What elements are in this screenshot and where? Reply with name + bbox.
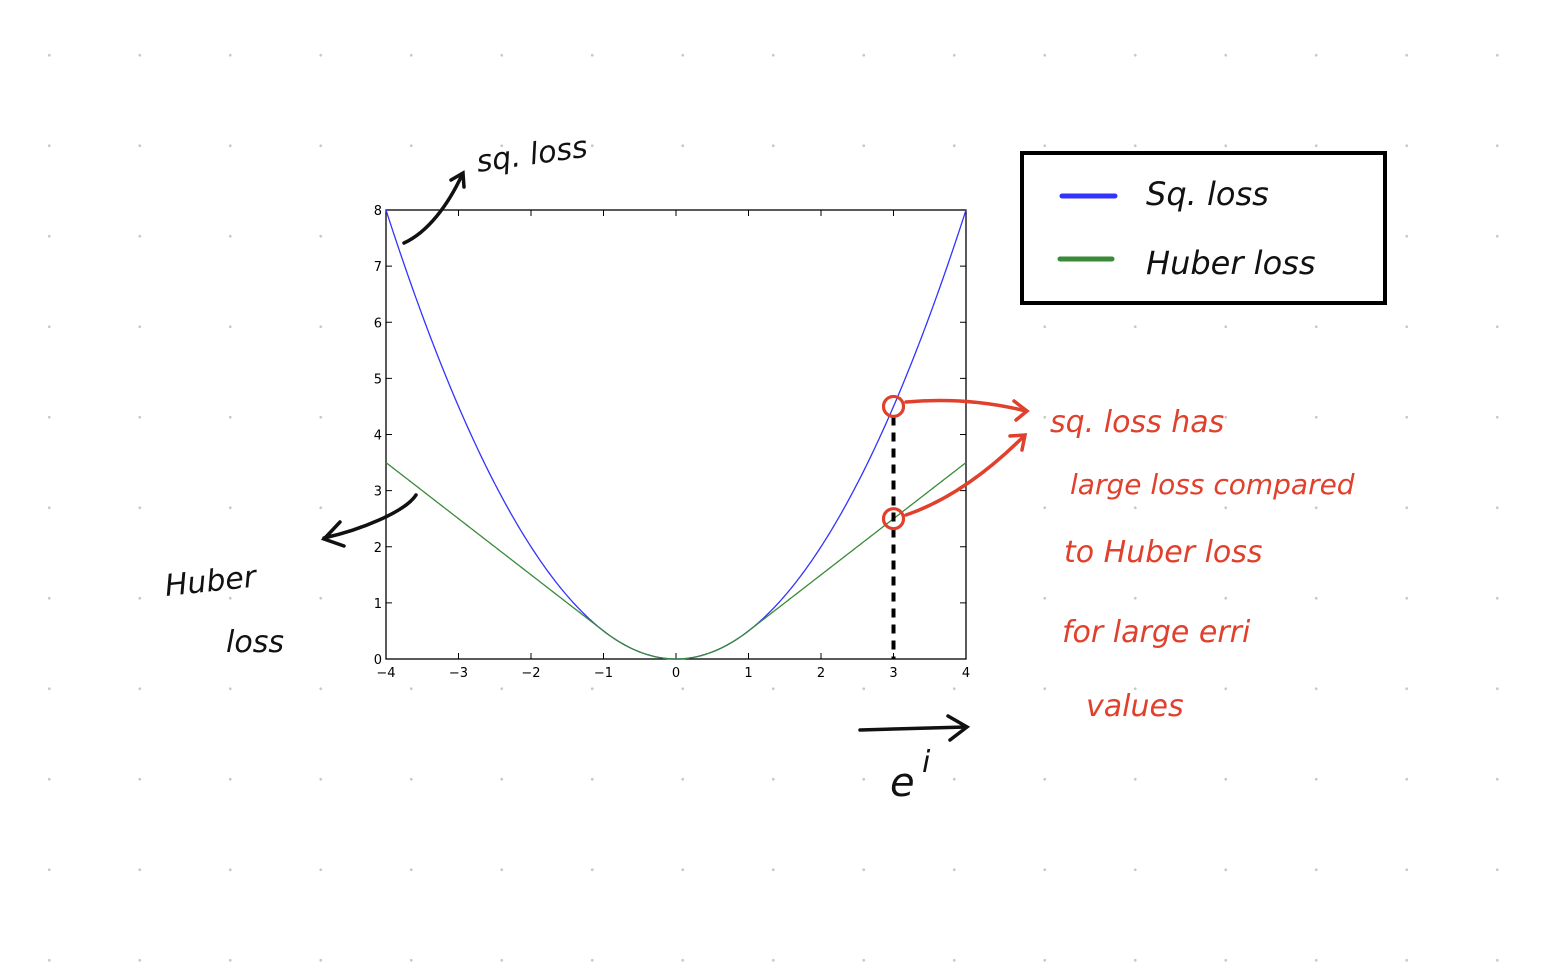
note-line-4: for large erri <box>1062 615 1251 650</box>
tick-marks <box>385 209 967 660</box>
sq-loss-hand-label: sq. loss <box>474 130 589 180</box>
huber-hand-label-line2: loss <box>226 625 284 660</box>
y-tick-label: 8 <box>374 204 382 219</box>
red-arrow-from-huber <box>904 434 1026 517</box>
x-tick-label: 3 <box>889 666 897 681</box>
sq-loss-pointer-arrow <box>402 173 464 245</box>
series-layer <box>385 209 967 660</box>
y-tick-label: 6 <box>374 316 382 331</box>
huber-loss-marker <box>881 507 906 531</box>
x-tick-label: −4 <box>376 666 395 681</box>
y-tick-label: 0 <box>374 653 382 668</box>
huber-loss-line <box>385 462 967 660</box>
y-tick-label: 1 <box>374 597 382 612</box>
black-arrows <box>320 170 971 742</box>
plot-frame <box>385 209 967 660</box>
x-tick-label: 1 <box>744 666 752 681</box>
tick-labels: −4 −3 −2 −1 0 1 2 3 4 0 1 2 3 4 5 6 7 8 <box>374 204 970 681</box>
red-note: sq. loss has large loss compared to Hube… <box>1050 405 1355 724</box>
huber-loss-pointer-head <box>320 520 346 548</box>
note-line-2: large loss compared <box>1070 468 1355 501</box>
huber-loss-pointer-arrow <box>322 493 418 540</box>
y-tick-label: 5 <box>374 372 382 387</box>
note-line-3: to Huber loss <box>1064 535 1263 570</box>
plot-area: −4 −3 −2 −1 0 1 2 3 4 0 1 2 3 4 5 6 7 8 <box>374 204 970 681</box>
legend-label-huber-loss: Huber loss <box>1146 244 1315 282</box>
legend-box <box>1020 151 1387 305</box>
y-tick-label: 7 <box>374 260 382 275</box>
sq-loss-marker <box>881 394 906 419</box>
x-tick-label: 2 <box>817 666 825 681</box>
sq-loss-pointer-head <box>449 170 466 189</box>
red-arrow-head-huber <box>1008 433 1028 452</box>
y-tick-label: 4 <box>374 429 382 444</box>
x-tick-label: −1 <box>594 666 613 681</box>
x-axis-arrow <box>858 725 968 732</box>
red-arrow-from-sq <box>904 398 1028 413</box>
x-axis-hand-label: e <box>890 760 915 806</box>
red-arrows <box>904 398 1030 517</box>
x-tick-label: 4 <box>962 666 970 681</box>
red-arrow-head-sq <box>1012 399 1030 422</box>
huber-hand-label-line1: Huber <box>163 559 259 604</box>
x-tick-label: −2 <box>521 666 540 681</box>
x-tick-label: 0 <box>672 666 680 681</box>
x-axis-arrow-head <box>946 714 971 742</box>
y-tick-label: 3 <box>374 485 382 500</box>
x-axis-hand-superscript: i <box>922 745 931 780</box>
x-tick-label: −3 <box>449 666 468 681</box>
note-line-1: sq. loss has <box>1050 405 1224 440</box>
legend: Sq. loss Huber loss <box>1020 151 1387 305</box>
note-line-5: values <box>1086 689 1184 724</box>
y-tick-label: 2 <box>374 541 382 556</box>
legend-label-sq-loss: Sq. loss <box>1146 175 1269 213</box>
